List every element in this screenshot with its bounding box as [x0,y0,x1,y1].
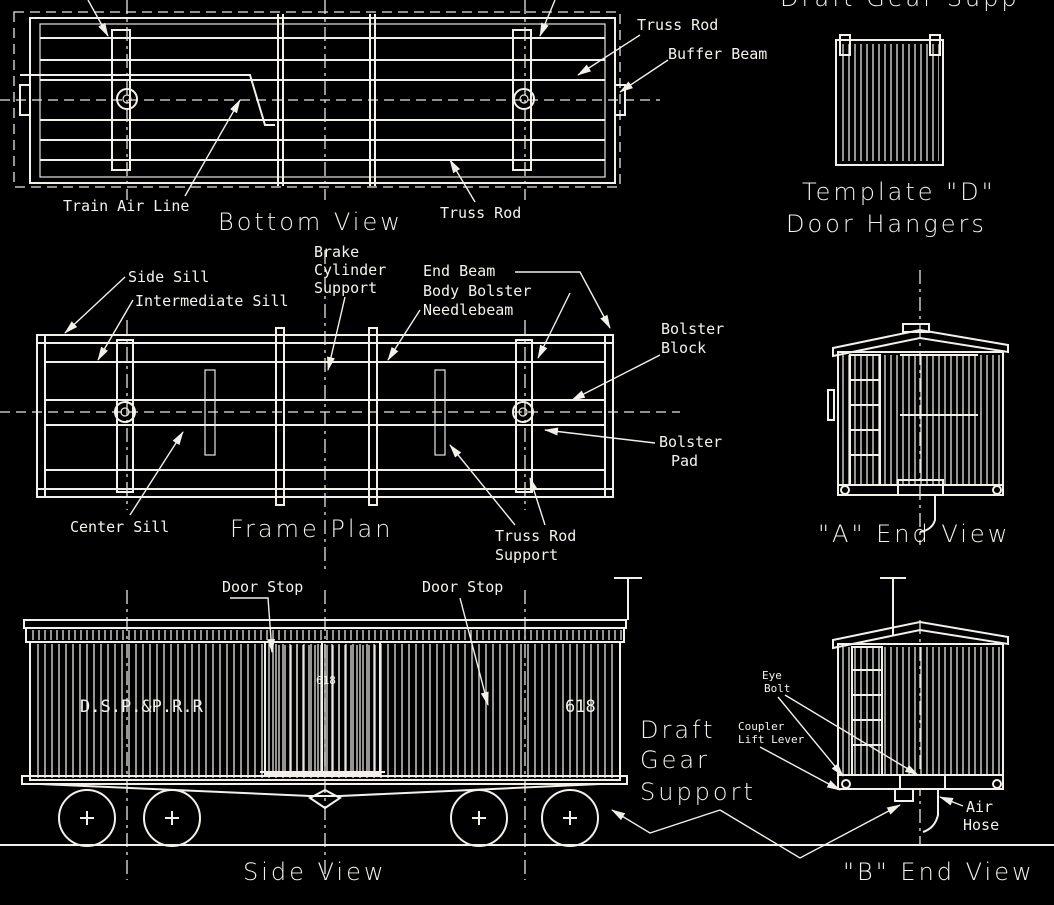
brake-cylinder-label-1: Brake [314,243,359,261]
door-hangers-title: Door Hangers [786,210,987,238]
side-view-title: Side View [243,858,386,886]
intermediate-sill-label: Intermediate Sill [135,292,289,310]
coupler-lift-lever-leader [759,746,841,791]
bottom-view [0,0,660,200]
truss-rod-support-label-2: Support [495,546,558,564]
body-bolster-leader [537,292,571,359]
train-air-line-leader [184,99,241,197]
end-beam-leader [515,271,611,329]
truss-rod-leader [577,34,641,76]
b-end-view-title: "B" End View [843,858,1035,886]
coupler-lift-lever-label-1: Coupler [738,720,785,733]
brake-cylinder-label-3: Support [314,279,377,297]
bolster-block-leader [571,354,661,401]
air-hose-label-1: Air [966,798,993,816]
side-sill-label: Side Sill [128,268,209,286]
draft-gear-leader-end [719,804,901,859]
draft-gear-support-cut-label: Draft Gear Supp [780,0,1020,12]
bolster-pad-leader [544,427,656,444]
wheels [58,789,599,847]
draft-gear-label-3: Support [640,778,756,806]
a-end-view-title: "A" End View [818,520,1010,548]
needlebeam-label: Needlebeam [423,301,513,319]
side-view [21,577,642,880]
a-end-view [827,270,1009,545]
eye-bolt-label-2: Bolt [764,682,791,695]
intermediate-sill-leader [97,299,134,361]
door-number: 618 [316,674,336,687]
door-stop-left-label: Door Stop [222,578,303,596]
bolster-block-label-1: Bolster [661,320,724,338]
needlebeam-leader [387,309,421,361]
end-beam-label: End Beam [423,262,495,280]
draft-gear-label-1: Draft [640,716,716,744]
bolster-block-label-2: Block [661,339,706,357]
car-number: 618 [565,697,596,717]
truss-rod-support-leader-2 [529,477,546,526]
truss-rod-label-top: Truss Rod [637,16,718,34]
door-stop-right-leader [459,597,489,706]
frame-plan [0,250,680,570]
draft-gear-label-2: Gear [640,746,710,774]
buffer-beam-label: Buffer Beam [668,45,767,63]
truss-rod-label-bottom: Truss Rod [440,204,521,222]
side-sill-leader [64,276,126,334]
b-end-view [832,577,1009,845]
eye-bolt-label-1: Eye [762,669,782,682]
reporting-marks: D.S.P.&P.R.R [80,697,204,717]
body-bolster-label: Body Bolster [423,282,531,300]
frame-plan-title: Frame Plan [230,515,393,543]
eye-bolt-leader-1 [777,696,844,777]
template-d-title: Template "D" [802,178,996,206]
air-hose-label-2: Hose [963,816,999,834]
bottom-view-title: Bottom View [218,208,403,236]
center-sill-leader [129,431,184,516]
buffer-beam-leader [619,59,669,93]
bolster-pad-label-1: Bolster [659,433,722,451]
bolster-pad-label-2: Pad [671,452,698,470]
brake-cylinder-label-2: Cylinder [314,261,386,279]
train-air-line-label: Train Air Line [63,197,189,215]
center-sill-label: Center Sill [70,518,169,536]
air-hose-leader [939,796,964,807]
truss-rod-bottom-leader [449,159,476,203]
template-d-door-hanger [835,34,944,166]
coupler-lift-lever-label-2: Lift Lever [738,733,805,746]
draft-gear-leader-side [611,809,721,834]
truss-rod-support-leader-1 [449,444,516,526]
brake-cylinder-leader [327,296,346,371]
door-stop-right-label: Door Stop [422,578,503,596]
eye-bolt-leader-2 [784,694,919,776]
truss-rod-support-label-1: Truss Rod [495,527,576,545]
door-stop-left-leader [230,597,276,653]
